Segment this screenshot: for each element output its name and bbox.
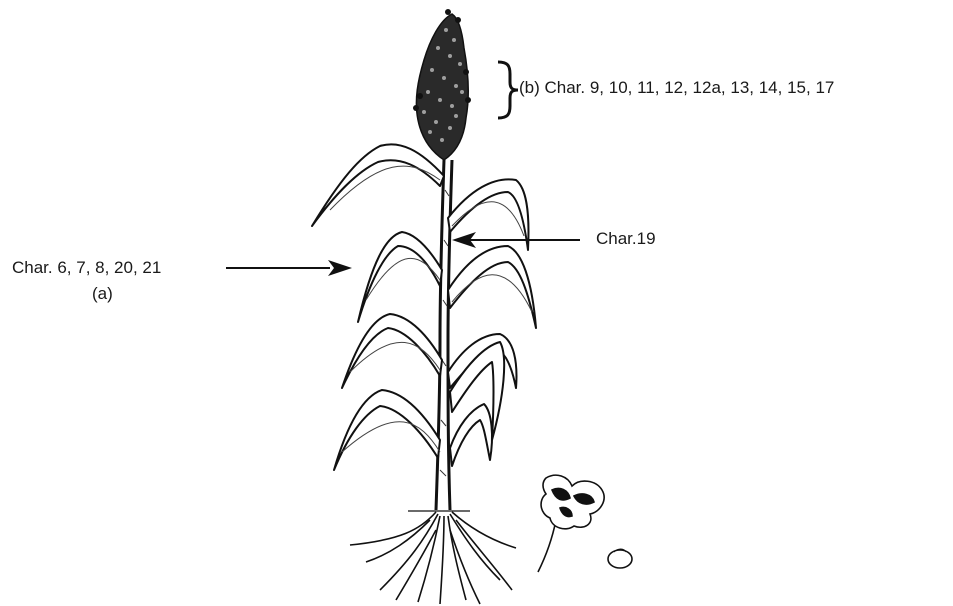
leaf-label: Char. 6, 7, 8, 20, 21 bbox=[12, 258, 161, 278]
spikelet-detail bbox=[538, 475, 604, 572]
panicle bbox=[413, 9, 471, 160]
leaf-mid-left bbox=[358, 232, 442, 322]
leaf-bottom-right bbox=[450, 404, 492, 466]
leaves bbox=[312, 144, 536, 470]
seed-detail bbox=[608, 549, 632, 568]
leaf-label-marker: (a) bbox=[92, 284, 113, 304]
leaf-mid-right bbox=[448, 246, 536, 328]
leaf-upper-left bbox=[312, 144, 444, 226]
stem-label: Char.19 bbox=[596, 229, 656, 249]
arrow-to-stem bbox=[452, 232, 580, 248]
arrow-to-leaf bbox=[226, 260, 352, 276]
panicle-label: (b) Char. 9, 10, 11, 12, 12a, 13, 14, 15… bbox=[519, 78, 834, 98]
brace-icon bbox=[498, 62, 518, 118]
roots bbox=[350, 511, 516, 604]
leaf-lower-left bbox=[342, 314, 442, 388]
leaf-bottom-left bbox=[334, 390, 440, 470]
